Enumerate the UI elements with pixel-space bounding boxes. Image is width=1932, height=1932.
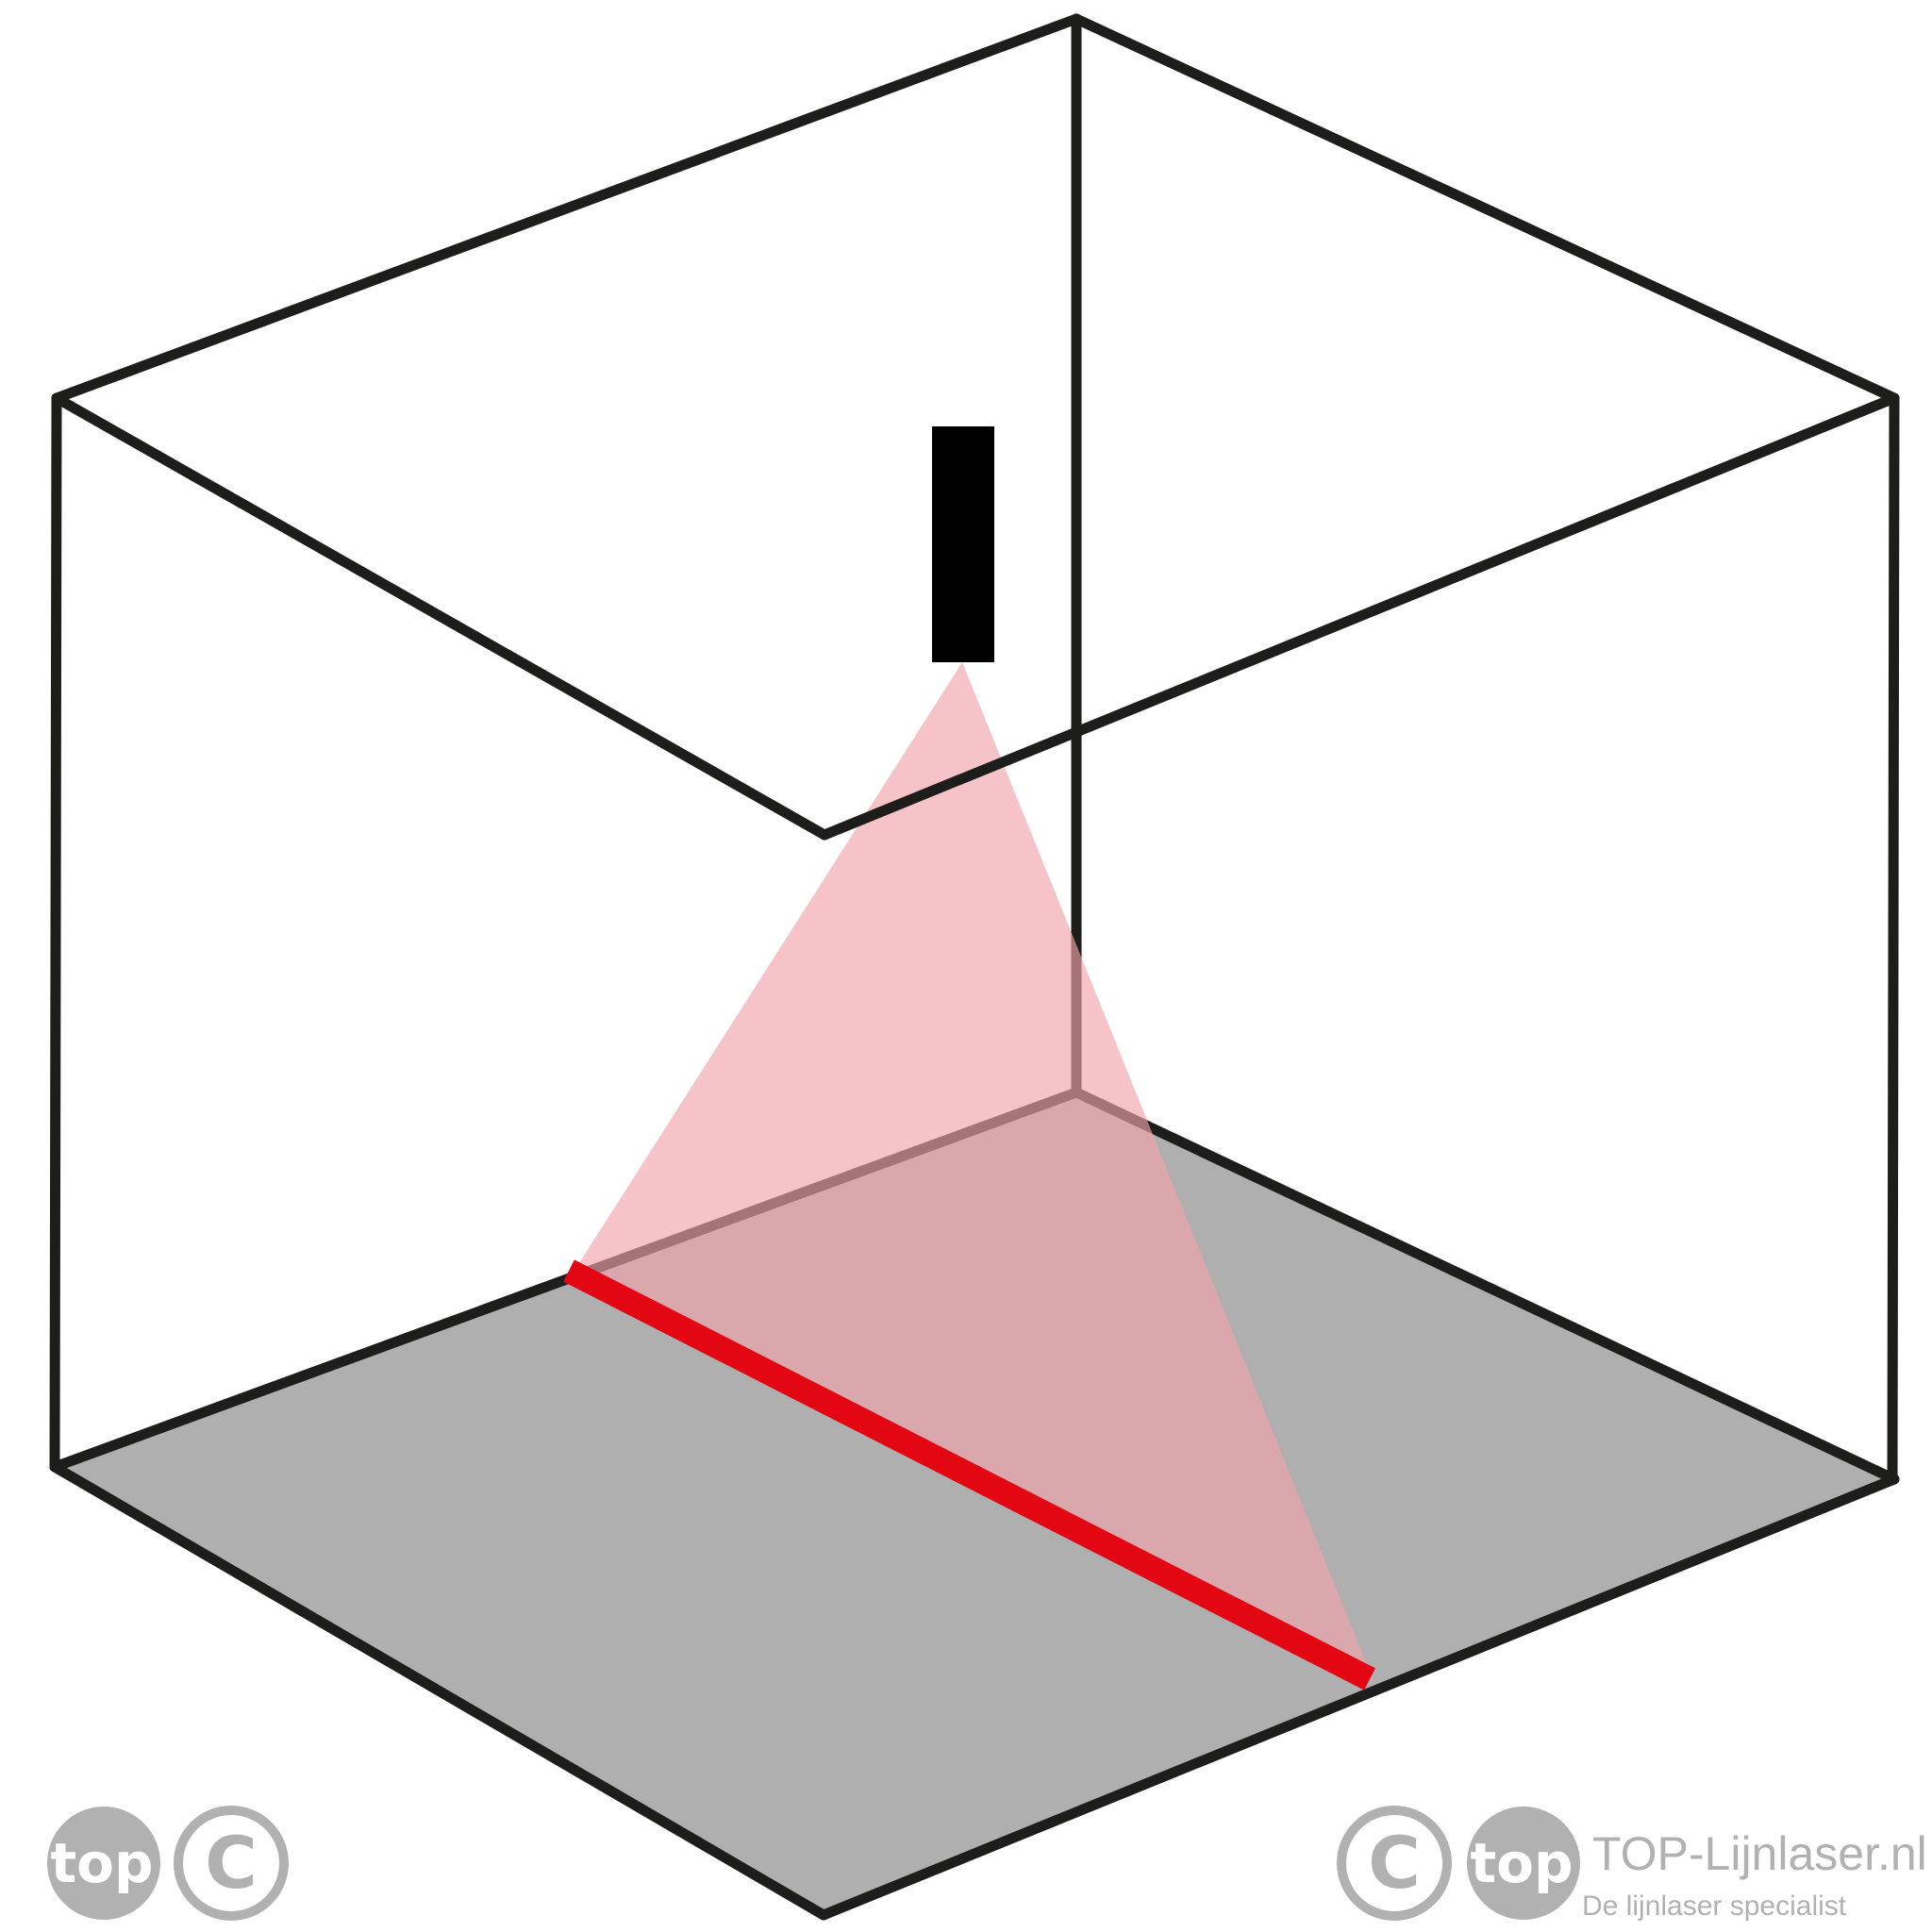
top-logo: top <box>1467 1807 1580 1920</box>
right-vertical-edge <box>1887 392 1900 1485</box>
laser-device <box>932 426 994 662</box>
copyright-letter: C <box>205 1821 258 1905</box>
left-vertical-edge <box>49 392 62 1473</box>
watermark-left: top C <box>47 1806 289 1921</box>
copyright-letter: C <box>1368 1821 1421 1905</box>
front-left-floor-edge <box>49 1461 829 1921</box>
back-right-floor-edge <box>1071 1087 1900 1485</box>
top-logo-text: top <box>50 1831 153 1895</box>
brand-name: TOP-Lijnlaser.nl <box>1592 1827 1927 1880</box>
front-right-top-edge <box>819 392 1900 841</box>
copyright-icon: C <box>174 1806 289 1921</box>
top-left-edge <box>51 13 1082 404</box>
copyright-icon: C <box>1337 1806 1452 1921</box>
top-logo: top <box>47 1807 160 1920</box>
front-left-top-edge <box>51 392 830 841</box>
brand-tagline: De lijnlaser specialist <box>1582 1890 1847 1922</box>
watermark-right: C top TOP-Lijnlaser.nl De lijnlaser spec… <box>1337 1806 1927 1922</box>
laser-fan <box>571 662 1374 1681</box>
front-right-floor-edge <box>818 1474 1900 1921</box>
top-logo-text: top <box>1470 1831 1573 1895</box>
floor-plane <box>55 1092 1894 1915</box>
top-right-edge <box>1071 13 1900 404</box>
laser-line <box>563 1259 1375 1690</box>
